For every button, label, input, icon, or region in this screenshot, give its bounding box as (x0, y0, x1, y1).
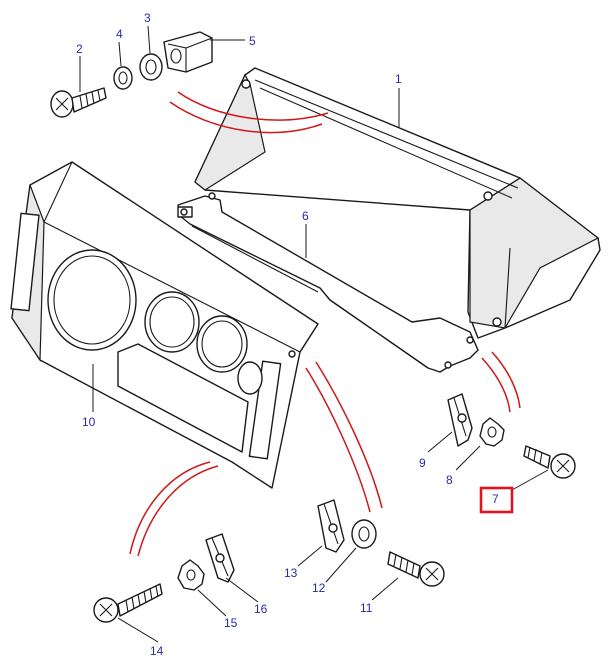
callout-6: 6 (302, 209, 309, 223)
callout-14: 14 (150, 644, 164, 658)
screw-14 (93, 583, 163, 623)
clip-nut-13 (317, 499, 345, 553)
callout-4: 4 (116, 27, 123, 41)
screw-2 (50, 87, 107, 118)
spring-washer-4 (113, 66, 133, 90)
callout-7-highlight-box (479, 486, 514, 514)
callout-9: 9 (419, 456, 426, 470)
star-washer-8 (479, 417, 505, 447)
leader-lines (79, 25, 549, 643)
star-washer-15 (177, 559, 205, 591)
callout-2: 2 (76, 42, 83, 56)
callout-1: 1 (395, 72, 402, 86)
callout-5: 5 (249, 34, 256, 48)
callout-15: 15 (224, 616, 238, 630)
instrument-housing (194, 67, 601, 339)
screw-7 (523, 445, 576, 479)
callout-8: 8 (446, 473, 453, 487)
callout-3: 3 (144, 11, 151, 25)
nut-5 (163, 31, 213, 73)
mounting-bracket (177, 192, 479, 373)
clip-nut-16 (205, 533, 235, 583)
screw-11 (387, 551, 445, 587)
callout-11: 11 (360, 601, 373, 615)
callout-12: 12 (312, 581, 326, 595)
callout-16: 16 (254, 602, 268, 616)
flat-washer-3 (139, 53, 163, 81)
assembly-lines (129, 91, 521, 557)
callout-13: 13 (284, 566, 298, 580)
instrument-bezel (10, 161, 319, 489)
callout-labels: 2 4 3 5 1 6 10 9 8 7 13 12 11 16 15 14 (76, 11, 499, 658)
washer-12 (351, 519, 377, 549)
callout-7: 7 (492, 492, 499, 506)
callout-10: 10 (82, 415, 96, 429)
clip-nut-9 (447, 393, 473, 447)
